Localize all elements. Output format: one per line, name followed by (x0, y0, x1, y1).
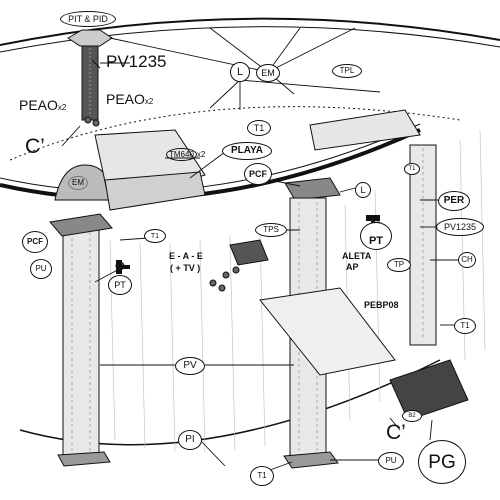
upright-post-left-pv (62, 227, 100, 459)
label-peao-right: PEAOx2 (106, 91, 154, 107)
ground-beam-pg (389, 359, 469, 421)
label-pt-left: PT (108, 275, 132, 295)
label-tps: TPS (255, 223, 287, 237)
label-pg: PG (418, 440, 466, 484)
label-pi: PI (178, 430, 202, 450)
label-t1-bottom: T1 (250, 466, 274, 486)
support-beam-dark (229, 239, 269, 266)
pt-bolt-icon-left (116, 260, 130, 274)
label-pv: PV (175, 357, 205, 375)
pcf-plate-center (284, 177, 341, 201)
label-playa: PLAYA (222, 142, 272, 160)
top-rail-back (0, 17, 500, 46)
label-pebp08: PEBP08 (364, 300, 399, 310)
top-seat-right (309, 109, 421, 151)
top-rail-back-inner (0, 26, 500, 53)
label-tpl: TPL (332, 64, 362, 78)
label-eae-tv: ( + TV ) (170, 263, 201, 273)
bottom-shoe-left (57, 451, 111, 467)
label-pit-pid: PIT & PID (60, 11, 116, 27)
bottom-shoe-center (283, 451, 339, 469)
label-t1-right: T1 (454, 318, 476, 334)
label-ap: AP (346, 262, 359, 272)
top-seat-playa-front (104, 171, 206, 211)
post-top-plate-left (49, 213, 113, 237)
label-t1-per: T1 (404, 163, 420, 175)
label-pv1235-top: PV1235 (106, 52, 167, 71)
liner-edge-dotted (9, 106, 461, 161)
label-eae: E - A - E (169, 251, 203, 261)
label-ch: CH (458, 252, 476, 268)
label-em-left: EM (68, 176, 88, 190)
deck-platform (259, 287, 396, 376)
label-t1-top: T1 (247, 120, 271, 136)
top-rail-front-inner (0, 123, 421, 193)
label-c-prime-bottom: C’ (386, 421, 406, 444)
label-t1-left: T1 (144, 229, 166, 243)
upright-post-right-per (409, 144, 437, 346)
label-pcf-left: PCF (22, 231, 48, 253)
label-per: PER (438, 191, 470, 211)
label-l-right: L (355, 182, 371, 198)
label-pt-right: PT (360, 222, 392, 250)
label-peao-left: PEAOx2 (19, 97, 67, 113)
label-em-top: EM (256, 64, 280, 82)
label-pu-left: PU (30, 259, 52, 279)
label-l-top: L (230, 62, 250, 82)
label-c-prime-top: C’ (25, 135, 45, 158)
label-pcf-center: PCF (244, 163, 272, 185)
label-pu-bottom: PU (378, 452, 404, 470)
label-tp: TP (387, 258, 411, 272)
upright-post-pv1235-left (81, 44, 99, 121)
label-aleta: ALETA (342, 251, 372, 261)
label-b2: B2 (402, 410, 422, 422)
label-pv1235-right: PV1235 (436, 218, 484, 236)
